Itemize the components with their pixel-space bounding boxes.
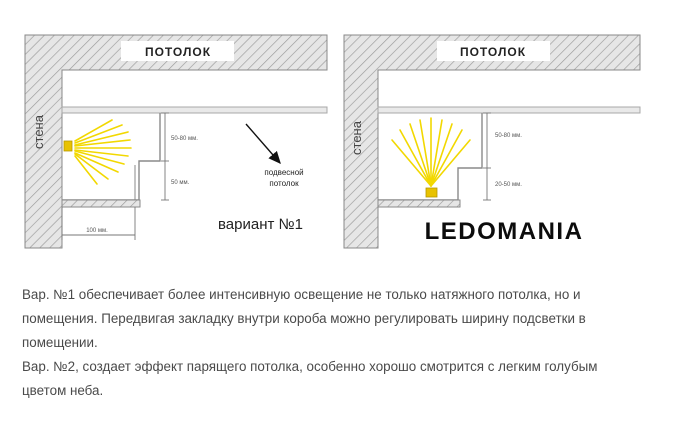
left-wall-label: стена [31, 114, 46, 149]
right-ceiling-label: ПОТОЛОК [460, 45, 526, 59]
left-suspended-ceiling-board [61, 106, 328, 114]
right-wall-label: стена [349, 120, 364, 155]
right-box-bottom-plate [377, 199, 461, 208]
description-line-2: помещения. Передвигая закладку внутри ко… [22, 311, 586, 326]
left-box-bottom-plate [61, 199, 141, 208]
description-line-1: Вар. №1 обеспечивает более интенсивную о… [22, 287, 581, 302]
description-line-3: помещении. [22, 335, 98, 350]
left-vertical-dimensions [161, 112, 169, 201]
annotation-label-line2: потолок [269, 179, 299, 188]
right-box-profile [378, 113, 483, 201]
right-dim-mid: 20-50 мм. [495, 182, 522, 188]
left-light-rays [74, 119, 132, 185]
left-ceiling-label: ПОТОЛОК [145, 45, 211, 59]
left-dim-bottom: 100 мм. [86, 228, 108, 234]
right-led-strip [425, 187, 438, 198]
right-dim-top: 50-80 мм. [495, 133, 522, 139]
description-line-4: Вар. №2, создает эффект парящего потолка… [22, 359, 598, 374]
logo-backdrop [398, 210, 640, 250]
left-dim-top: 50-80 мм. [171, 136, 198, 142]
left-dim-mid: 50 мм. [171, 180, 190, 186]
right-ceiling-label-plate [437, 41, 550, 61]
description-text: Вар. №1 обеспечивает более интенсивную о… [22, 283, 652, 403]
right-vertical-dimensions [483, 112, 491, 201]
left-box-profile [62, 113, 161, 201]
left-horizontal-dimension [61, 207, 136, 240]
left-ceiling-wall-structure [24, 34, 328, 249]
installation-diagram: ПОТОЛОК стена 50-80 [24, 34, 641, 250]
variant-label: вариант №1 [218, 216, 303, 233]
right-light-rays [391, 117, 471, 187]
right-ceiling-wall-structure [343, 34, 641, 249]
left-led-strip [63, 140, 73, 152]
annotation-arrow [245, 123, 281, 165]
annotation-label-line1: подвесной [264, 168, 303, 177]
right-suspended-ceiling-board [377, 106, 641, 114]
description-line-5: цветом неба. [22, 383, 104, 398]
left-diagram: ПОТОЛОК стена 50-80 [24, 34, 328, 249]
left-ceiling-label-plate [121, 41, 234, 61]
right-diagram: ПОТОЛОК стена 50-80 мм. 20-50 мм. [343, 34, 641, 250]
ledomania-logo: LEDOMANIA [425, 218, 584, 245]
